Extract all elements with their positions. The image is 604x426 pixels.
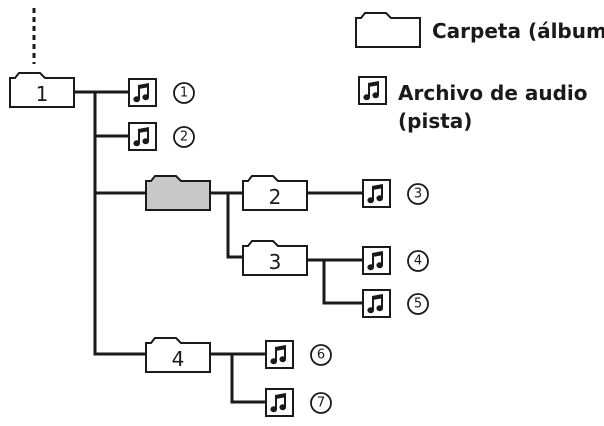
legend-folder-label: Carpeta (álbum)	[432, 19, 604, 43]
track-4: 4	[362, 246, 429, 275]
music-note-icon	[270, 345, 287, 365]
music-note-icon	[270, 393, 287, 413]
legend-file-label: Archivo de audio	[398, 81, 588, 105]
folder-2: 2	[242, 175, 308, 211]
track-3: 3	[362, 179, 429, 208]
folder-1-label: 1	[36, 82, 49, 106]
folder-4: 4	[145, 337, 211, 373]
legend-folder-icon	[355, 12, 421, 48]
track-7: 7	[265, 388, 332, 417]
track-7-number: 7	[317, 396, 325, 411]
folder-3-label: 3	[269, 250, 282, 274]
legend-file-icon	[358, 76, 387, 105]
legend-file-sublabel: (pista)	[398, 109, 472, 133]
track-6-number: 6	[317, 348, 325, 363]
folder-4-label: 4	[172, 347, 185, 371]
tree-connectors	[32, 8, 364, 404]
track-5: 5	[362, 289, 429, 318]
music-note-icon	[367, 184, 384, 204]
track-3-number: 3	[414, 187, 422, 202]
track-1: 1	[128, 78, 195, 107]
track-6: 6	[265, 340, 332, 369]
track-4-number: 4	[414, 254, 422, 269]
music-note-icon	[367, 294, 384, 314]
music-note-icon	[133, 83, 150, 103]
legend: Carpeta (álbum) Archivo de audio (pista)	[355, 12, 604, 133]
folder-1: 1	[9, 72, 75, 108]
music-note-icon	[133, 127, 150, 147]
folder-2-label: 2	[269, 185, 282, 209]
folder-gray	[145, 175, 211, 211]
track-2: 2	[128, 122, 195, 151]
music-note-icon	[367, 251, 384, 271]
folder-3: 3	[242, 240, 308, 276]
track-2-number: 2	[180, 130, 188, 145]
track-1-number: 1	[180, 86, 188, 101]
track-5-number: 5	[414, 297, 422, 312]
